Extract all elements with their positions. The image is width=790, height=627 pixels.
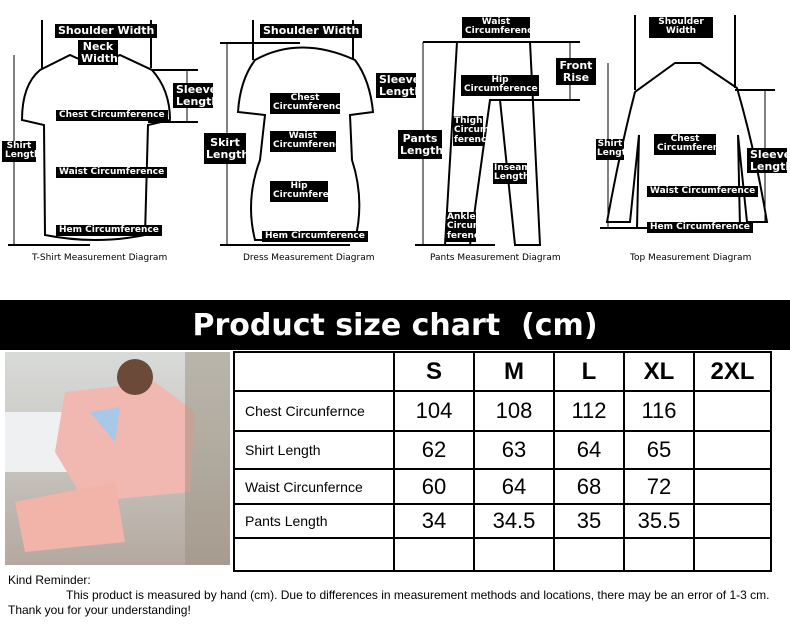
reminder-title: Kind Reminder: — [8, 573, 91, 587]
row-label: Shirt Length — [233, 430, 395, 470]
cell: 60 — [393, 468, 475, 505]
label-shirt-length: Shirt Length — [596, 139, 633, 160]
pants-caption: Pants Measurement Diagram — [430, 253, 561, 263]
cell — [693, 390, 772, 432]
size-chart-title: Product size chart (cm) — [0, 300, 790, 350]
cell — [553, 537, 625, 572]
label-waist: Waist Circumference — [647, 186, 759, 198]
label-chest: Chest Circumference — [56, 110, 168, 122]
label-hip: Hip Circumference — [461, 75, 539, 96]
table-row — [233, 537, 772, 572]
label-sleeve-length: Sleeve Length — [747, 148, 790, 174]
product-photo — [5, 352, 230, 565]
label-front-rise: Front Rise — [556, 58, 596, 86]
label-ankle: Ankle Circum ference — [446, 212, 486, 243]
cell — [693, 468, 772, 505]
label-inseam: Inseam Length — [493, 163, 531, 184]
dress-caption: Dress Measurement Diagram — [243, 253, 375, 263]
row-label: Waist Circunfernce — [233, 468, 395, 505]
label-chest: Chest Circumference — [270, 93, 347, 114]
table-header-row: S M L XL 2XL — [233, 351, 772, 392]
cell — [693, 537, 772, 572]
label-hem: Hem Circumference — [262, 231, 368, 243]
label-waist: Waist Circumference — [270, 131, 347, 152]
cell: 64 — [553, 430, 625, 470]
cell: 116 — [623, 390, 695, 432]
cell — [393, 537, 475, 572]
row-label: Pants Length — [233, 503, 395, 539]
header-size-s: S — [393, 351, 475, 392]
cell: 65 — [623, 430, 695, 470]
cell: 63 — [473, 430, 555, 470]
cell: 35.5 — [623, 503, 695, 539]
dress-diagram: Shoulder Width Sleeve Length Chest Circu… — [200, 0, 422, 270]
cell: 68 — [553, 468, 625, 505]
label-hem: Hem Circumference — [56, 225, 162, 237]
label-hem: Hem Circumference — [647, 222, 753, 234]
pants-diagram: Waist Circumference Front Rise Hip Circu… — [395, 0, 596, 270]
header-size-l: L — [553, 351, 625, 392]
cell — [693, 430, 772, 470]
label-skirt-length: Skirt Length — [204, 133, 249, 165]
cell: 34 — [393, 503, 475, 539]
label-shoulder-width: Shoulder Width — [649, 17, 713, 38]
header-size-2xl: 2XL — [693, 351, 772, 392]
model-photo-illustration — [5, 352, 230, 565]
label-shirt-length: Shirt Length — [2, 141, 40, 162]
row-label: Chest Circunfernce — [233, 390, 395, 432]
header-size-m: M — [473, 351, 555, 392]
label-shoulder-width: Shoulder Width — [55, 24, 158, 38]
label-hip: Hip Circumference — [270, 181, 347, 202]
top-caption: Top Measurement Diagram — [630, 253, 752, 263]
cell: 35 — [553, 503, 625, 539]
row-label — [233, 537, 395, 572]
reminder-body: This product is measured by hand (cm). D… — [8, 588, 770, 617]
label-waist: Waist Circumference — [462, 17, 539, 38]
cell: 64 — [473, 468, 555, 505]
cell: 34.5 — [473, 503, 555, 539]
label-sleeve-length: Sleeve Length — [376, 73, 422, 99]
header-size-xl: XL — [623, 351, 695, 392]
cell — [693, 503, 772, 539]
top-diagram: Shoulder Width Shirt Length Chest Circum… — [595, 0, 790, 270]
label-shoulder-width: Shoulder Width — [260, 24, 363, 38]
cell: 112 — [553, 390, 625, 432]
label-waist: Waist Circumference — [56, 167, 168, 179]
cell: 108 — [473, 390, 555, 432]
label-pants-length: Pants Length — [398, 130, 443, 160]
label-chest: Chest Circumference — [654, 134, 731, 155]
label-thigh: Thigh Circum ference — [453, 116, 493, 147]
label-sleeve-length: Sleeve Length — [173, 83, 219, 109]
tshirt-caption: T-Shirt Measurement Diagram — [32, 253, 168, 263]
cell — [473, 537, 555, 572]
cell: 72 — [623, 468, 695, 505]
cell — [623, 537, 695, 572]
cell: 62 — [393, 430, 475, 470]
cell: 104 — [393, 390, 475, 432]
header-cell — [233, 351, 395, 392]
tshirt-diagram: Shoulder Width Neck Width Sleeve Length … — [0, 0, 219, 270]
label-neck-width: Neck Width — [78, 40, 118, 66]
kind-reminder: Kind Reminder: This product is measured … — [8, 573, 783, 618]
